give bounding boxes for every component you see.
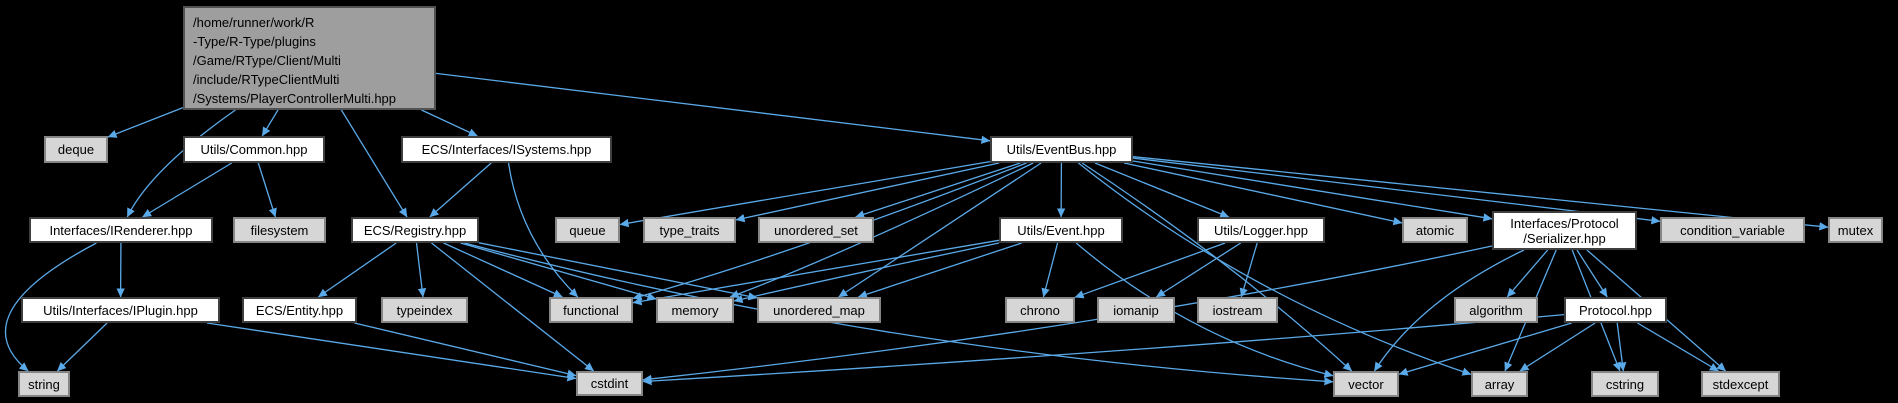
edge-eventbus-unordered_set — [855, 162, 1021, 219]
edge-main-irenderer — [126, 109, 236, 218]
edge-event-chrono — [1041, 242, 1059, 298]
edge-isystems-functional — [507, 162, 579, 298]
node-vector[interactable]: vector — [1333, 371, 1399, 397]
edge-logger-chrono — [1074, 242, 1226, 299]
edge-main-registry — [340, 109, 408, 218]
edge-registry-memory — [460, 242, 657, 301]
node-protocol[interactable]: Protocol.hpp — [1564, 297, 1667, 323]
edge-eventbus-unordered_map — [838, 162, 1042, 298]
node-chrono[interactable]: chrono — [1005, 297, 1075, 323]
edge-iplugin-string — [56, 322, 108, 372]
edge-event-vector — [1075, 242, 1334, 378]
edge-serializer-cstdint — [642, 245, 1493, 384]
node-cstdint[interactable]: cstdint — [576, 371, 643, 396]
edge-main-eventbus — [435, 72, 991, 144]
edge-protocol-array — [1519, 322, 1596, 372]
node-atomic[interactable]: atomic — [1402, 217, 1468, 243]
edge-eventbus-serializer — [1132, 160, 1493, 222]
node-array[interactable]: array — [1471, 371, 1528, 397]
edge-logger-iomanip — [1155, 242, 1242, 298]
edge-event-unordered_map — [857, 242, 1022, 299]
node-type_traits[interactable]: type_traits — [643, 217, 736, 243]
node-eventbus[interactable]: Utils/EventBus.hpp — [990, 136, 1133, 163]
edge-eventbus-vector — [1081, 162, 1353, 372]
edge-registry-entity — [317, 242, 397, 298]
node-stdexcept[interactable]: stdexcept — [1701, 371, 1780, 397]
edge-eventbus-queue — [619, 160, 991, 228]
node-memory[interactable]: memory — [656, 297, 734, 323]
node-filesystem[interactable]: filesystem — [233, 217, 326, 243]
edge-common-irenderer — [142, 162, 233, 218]
node-queue[interactable]: queue — [555, 217, 620, 243]
edge-protocol-stdexcept — [1637, 322, 1719, 372]
edge-registry-typeindex — [415, 242, 427, 298]
edge-event-memory — [733, 242, 1000, 304]
node-entity[interactable]: ECS/Entity.hpp — [242, 297, 357, 323]
edge-entity-cstdint — [354, 322, 577, 378]
node-irenderer[interactable]: Interfaces/IRenderer.hpp — [29, 217, 213, 243]
edge-registry-vector — [464, 242, 1334, 386]
node-iplugin[interactable]: Utils/Interfaces/IPlugin.hpp — [21, 297, 220, 323]
edge-protocol-cstdint — [642, 313, 1565, 386]
edge-serializer-algorithm — [1506, 249, 1549, 298]
node-string[interactable]: string — [18, 371, 70, 397]
edge-isystems-registry — [429, 162, 492, 218]
node-event[interactable]: Utils/Event.hpp — [999, 217, 1123, 243]
edge-eventbus-type_traits — [735, 162, 1000, 223]
node-algorithm[interactable]: algorithm — [1454, 297, 1538, 323]
edge-eventbus-atomic — [1123, 162, 1403, 226]
edge-common-filesystem — [257, 162, 277, 218]
edge-main-deque — [107, 106, 184, 138]
edge-eventbus-logger — [1094, 162, 1230, 218]
node-cstring[interactable]: cstring — [1591, 371, 1659, 397]
node-functional[interactable]: functional — [549, 297, 633, 323]
node-typeindex[interactable]: typeindex — [381, 297, 468, 323]
edge-event-functional — [632, 239, 1000, 306]
node-logger[interactable]: Utils/Logger.hpp — [1197, 217, 1325, 243]
edge-protocol-vector — [1398, 322, 1572, 376]
edge-registry-unordered_map — [478, 242, 758, 301]
node-deque[interactable]: deque — [44, 136, 108, 163]
edge-eventbus-functional — [632, 162, 1027, 301]
edge-main-common — [261, 109, 279, 137]
edge-logger-iostream — [1239, 242, 1258, 298]
node-unordered_set[interactable]: unordered_set — [758, 217, 874, 243]
edge-serializer-protocol — [1576, 249, 1608, 298]
edge-registry-functional — [443, 242, 563, 298]
node-unordered_map[interactable]: unordered_map — [757, 297, 881, 323]
edge-iplugin-cstdint — [206, 322, 577, 382]
node-isystems[interactable]: ECS/Interfaces/ISystems.hpp — [401, 136, 612, 163]
node-serializer[interactable]: Interfaces/Protocol /Serializer.hpp — [1492, 211, 1637, 250]
edge-registry-cstdint — [431, 242, 595, 372]
edge-serializer-vector — [1373, 249, 1525, 372]
edge-eventbus-array — [1077, 162, 1472, 376]
node-mutex[interactable]: mutex — [1828, 217, 1883, 243]
node-iomanip[interactable]: iomanip — [1097, 297, 1175, 323]
node-condition_variable[interactable]: condition_variable — [1660, 217, 1805, 243]
edge-irenderer-string — [4, 242, 97, 372]
edge-main-isystems — [421, 109, 478, 137]
edge-eventbus-memory — [729, 162, 1034, 298]
node-iostream[interactable]: iostream — [1197, 297, 1278, 323]
node-main: /home/runner/work/R -Type/R-Type/plugins… — [183, 6, 436, 110]
node-registry[interactable]: ECS/Registry.hpp — [351, 217, 479, 243]
node-common[interactable]: Utils/Common.hpp — [183, 136, 325, 163]
edge-protocol-cstring — [1616, 322, 1627, 372]
